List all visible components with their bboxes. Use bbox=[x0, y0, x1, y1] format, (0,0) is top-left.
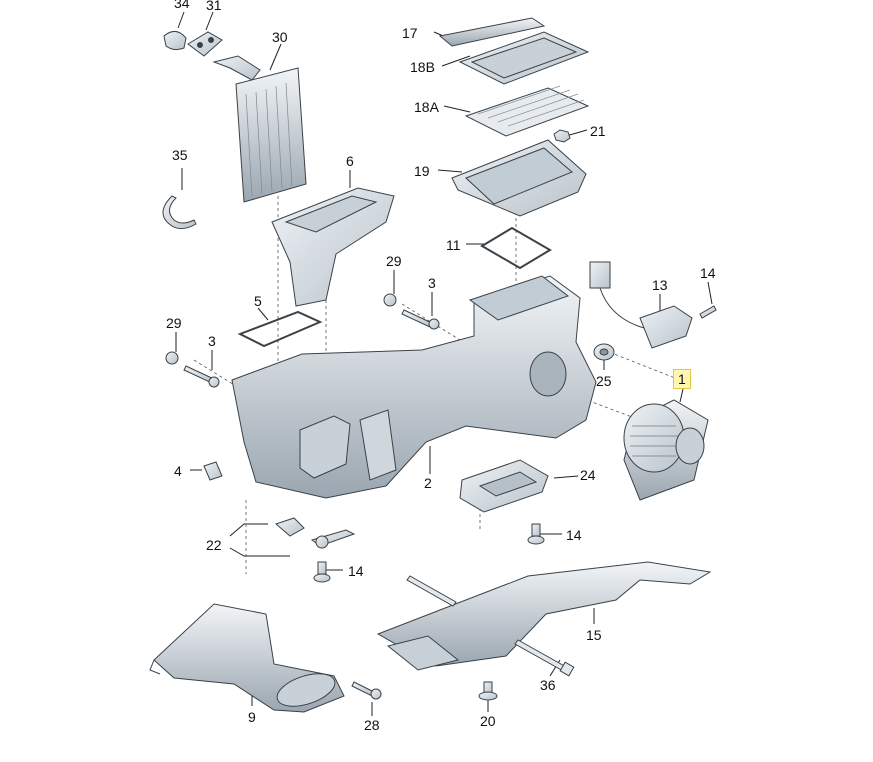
bolt-part-14-mid bbox=[527, 523, 545, 545]
callout-35: 35 bbox=[172, 147, 188, 163]
callout-28: 28 bbox=[364, 717, 380, 733]
callout-14-low: 14 bbox=[348, 563, 364, 579]
clip-part-4 bbox=[203, 461, 223, 481]
blower-motor-part-1 bbox=[623, 399, 709, 501]
callout-13: 13 bbox=[652, 277, 668, 293]
callout-9: 9 bbox=[248, 709, 256, 725]
clamp-part-35 bbox=[162, 195, 197, 230]
air-duct-part-6 bbox=[271, 187, 395, 307]
heater-housing-part-2 bbox=[231, 275, 597, 499]
filter-housing-part-19 bbox=[451, 139, 587, 217]
screw-part-3-lower bbox=[183, 365, 220, 388]
screw-part-3-upper bbox=[401, 309, 440, 330]
gasket-part-5 bbox=[237, 310, 323, 348]
floor-duct-part-15 bbox=[376, 561, 712, 671]
callout-18a: 18A bbox=[414, 99, 439, 115]
callout-5: 5 bbox=[254, 293, 262, 309]
flange-part-31 bbox=[187, 31, 223, 57]
bolt-part-14-low bbox=[313, 561, 331, 583]
callout-34: 34 bbox=[174, 0, 190, 11]
screw-part-28 bbox=[351, 681, 382, 700]
callout-25: 25 bbox=[596, 373, 612, 389]
cabin-filter-part-18a bbox=[464, 85, 590, 137]
callout-22: 22 bbox=[206, 537, 222, 553]
nut-part-29-upper bbox=[383, 293, 397, 307]
callout-29-lower: 29 bbox=[166, 315, 182, 331]
actuator-harness-part-13 bbox=[589, 261, 693, 349]
callout-18b: 18B bbox=[410, 59, 435, 75]
nut-part-21 bbox=[553, 129, 571, 143]
callout-3-lower: 3 bbox=[208, 333, 216, 349]
grommet-part-25 bbox=[593, 343, 615, 361]
callout-20: 20 bbox=[480, 713, 496, 729]
callout-30: 30 bbox=[272, 29, 288, 45]
callout-15: 15 bbox=[586, 627, 602, 643]
callout-2: 2 bbox=[424, 475, 432, 491]
callout-3-upper: 3 bbox=[428, 275, 436, 291]
clip-part-34 bbox=[163, 31, 187, 51]
callout-21: 21 bbox=[590, 123, 606, 139]
nut-part-29-lower bbox=[165, 351, 179, 365]
cable-tie-part-36 bbox=[514, 639, 575, 677]
callout-14-mid: 14 bbox=[566, 527, 582, 543]
callout-17: 17 bbox=[402, 25, 418, 41]
heater-core-part-30 bbox=[212, 55, 307, 203]
callout-11: 11 bbox=[446, 237, 461, 253]
callout-31: 31 bbox=[206, 0, 222, 13]
callout-36: 36 bbox=[540, 677, 556, 693]
screw-part-14-right bbox=[699, 305, 717, 319]
callout-24: 24 bbox=[580, 467, 596, 483]
filter-cover-part-17 bbox=[438, 17, 546, 47]
lever-part-22 bbox=[275, 517, 356, 549]
air-duct-part-9 bbox=[149, 603, 345, 713]
gasket-part-11 bbox=[480, 226, 552, 270]
filter-frame-part-18b bbox=[458, 31, 590, 85]
callout-19: 19 bbox=[414, 163, 430, 179]
callout-29-upper: 29 bbox=[386, 253, 402, 269]
callout-1: 1 bbox=[673, 369, 691, 389]
callout-6: 6 bbox=[346, 153, 354, 169]
control-unit-part-24 bbox=[459, 459, 549, 513]
callout-4: 4 bbox=[174, 463, 182, 479]
bolt-part-20 bbox=[478, 681, 498, 701]
strap-upper bbox=[406, 575, 457, 607]
callout-14-right: 14 bbox=[700, 265, 716, 281]
